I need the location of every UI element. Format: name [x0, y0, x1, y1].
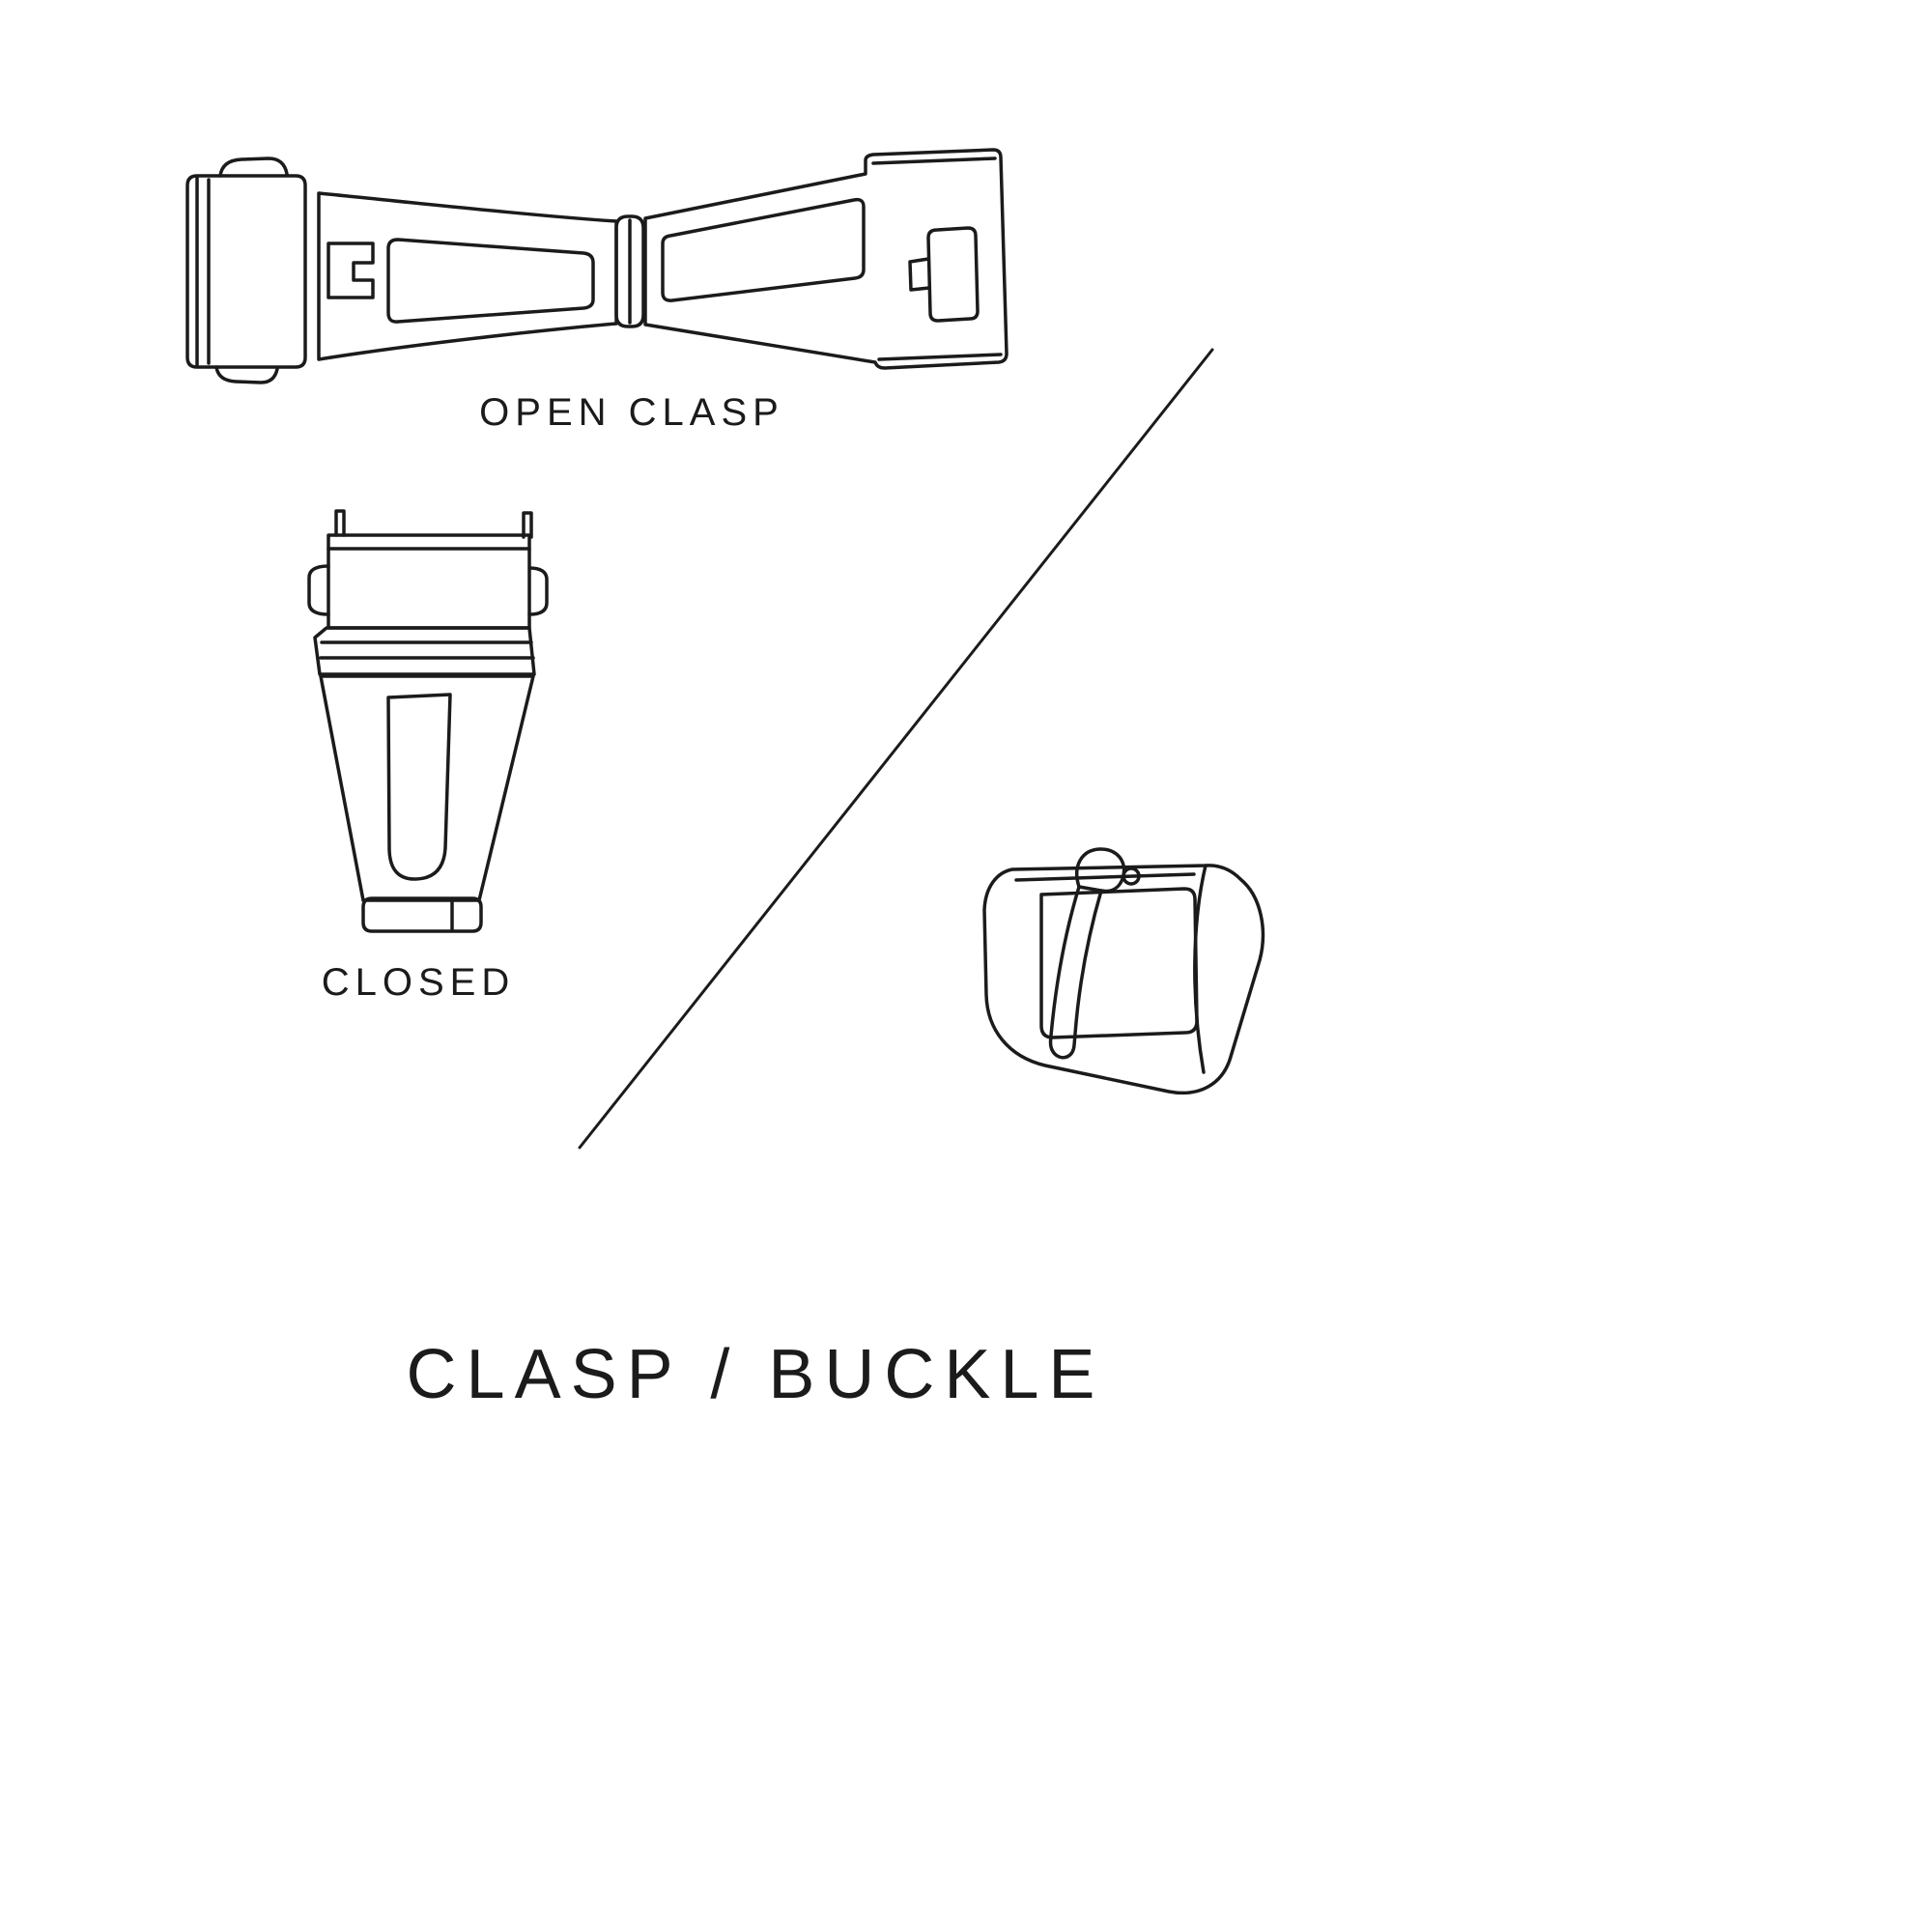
closed-clasp-lower-body [321, 676, 533, 900]
closed-label: CLOSED [321, 961, 516, 1004]
open-clasp-right-arm-cutout [663, 200, 864, 300]
closed-clasp-lower-cutout [388, 695, 450, 879]
open-clasp-left-arm [319, 193, 616, 359]
buckle-tongue-shaft [1051, 887, 1101, 1058]
open-clasp-hook-tab [910, 259, 929, 290]
open-clasp-illustration [174, 145, 1014, 386]
buckle-tongue-loop [1077, 849, 1124, 892]
open-clasp-hinge [616, 216, 643, 327]
open-clasp-right-top-line [873, 158, 995, 163]
closed-clasp-right-prong [524, 513, 531, 537]
open-clasp-left-block [187, 176, 305, 367]
open-clasp-hook [928, 228, 978, 321]
buckle-pin-bar [1016, 874, 1194, 880]
open-clasp-right-arm [645, 150, 1007, 368]
open-clasp-right-bottom-line [879, 355, 1001, 359]
buckle-outer-frame [984, 866, 1263, 1093]
closed-clasp-foot [363, 898, 481, 931]
open-clasp-left-bottom-bump [216, 367, 277, 383]
open-clasp-latch-tab [328, 243, 373, 298]
closed-clasp-right-tab [529, 568, 547, 614]
closed-clasp-left-prong [336, 511, 344, 535]
closed-clasp-band [315, 628, 534, 674]
closed-clasp-left-tab [309, 566, 328, 614]
closed-clasp-illustration [290, 502, 560, 947]
buckle-illustration [956, 840, 1285, 1111]
page-title: CLASP / BUCKLE [406, 1336, 1105, 1413]
diagonal-divider-line [570, 338, 1227, 1159]
open-clasp-left-arm-cutout [388, 240, 593, 322]
open-clasp-label: OPEN CLASP [479, 391, 784, 434]
buckle-inner-opening [1041, 889, 1197, 1037]
open-clasp-left-top-bump [220, 158, 287, 176]
